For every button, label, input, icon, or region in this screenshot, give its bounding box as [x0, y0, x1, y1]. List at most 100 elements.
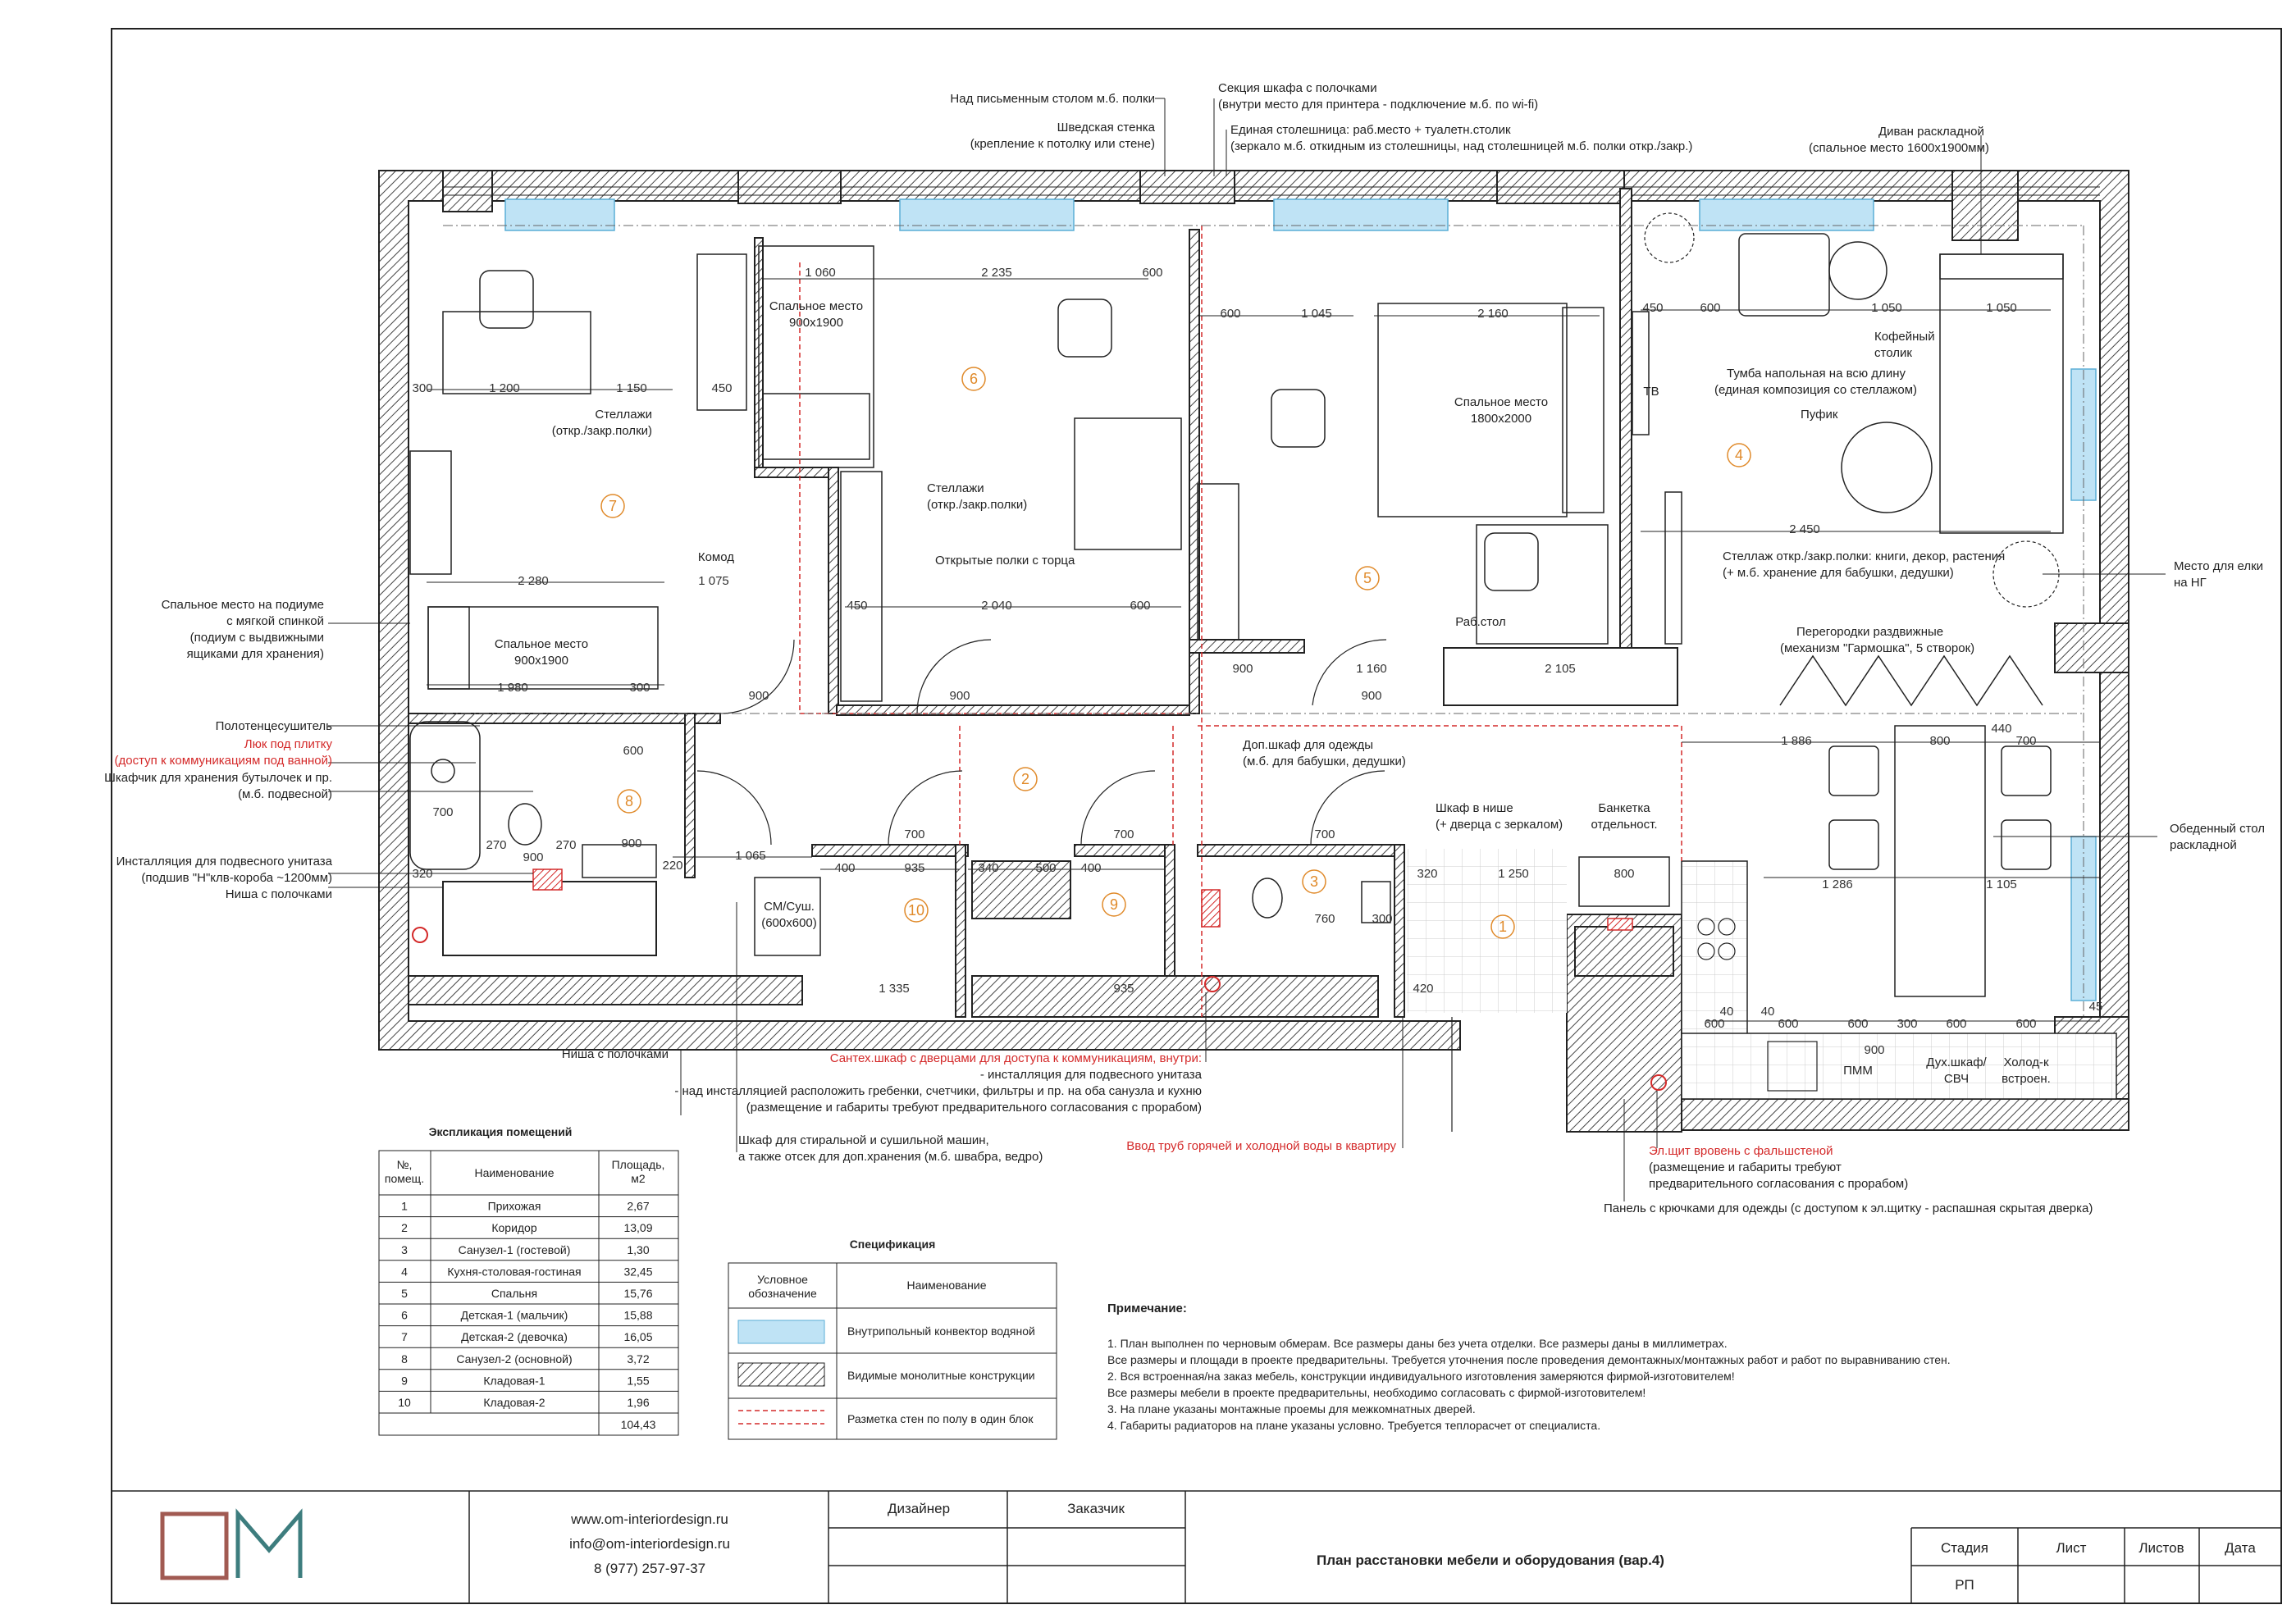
label: (м.б. подвесной) [238, 787, 332, 801]
convector-legend [737, 1320, 825, 1344]
label: Эл.щит вровень с фальшстеной [1649, 1144, 1833, 1158]
dimension: 450 [847, 599, 867, 613]
right-labels: Кофейный столик Тумба напольная на всю д… [1714, 330, 2265, 852]
label: Ниша с полочками [562, 1047, 669, 1061]
dimension: 300 [1372, 912, 1392, 926]
label: на НГ [2174, 576, 2207, 590]
table-cell: 10 [398, 1396, 411, 1409]
dimension: 340 [978, 861, 998, 875]
dimension: 1 335 [879, 982, 910, 996]
dimension: 2 235 [981, 266, 1012, 280]
label: Сантех.шкаф с дверцами для доступа к ком… [830, 1051, 1202, 1065]
chair [479, 270, 534, 329]
dimension: 1 250 [1498, 867, 1529, 881]
label: (доступ к коммуникациям под ванной) [115, 754, 332, 768]
dimension: 440 [1991, 722, 2011, 736]
dimension: 2 040 [981, 599, 1012, 613]
label: отдельност. [1591, 818, 1657, 832]
note-line: 2. Вся встроенная/на заказ мебель, конст… [1107, 1370, 1735, 1383]
dimension: 600 [2015, 1017, 2036, 1031]
note-line: 3. На плане указаны монтажные проемы для… [1107, 1402, 1476, 1416]
table-cell: 2 [401, 1221, 408, 1234]
plan [328, 98, 2166, 1201]
dimension: 700 [1314, 827, 1335, 841]
right-column [2054, 622, 2129, 673]
label: Спальное место на подиуме [162, 598, 324, 612]
label: (+ м.б. хранение для бабушки, дедушки) [1723, 566, 1954, 580]
top-column [442, 170, 493, 212]
label: Секция шкафа с полочками [1218, 81, 1377, 95]
dimension: 600 [1847, 1017, 1868, 1031]
logo-icon [160, 1508, 303, 1580]
dimension: 1 286 [1822, 878, 1853, 891]
table-title: Экспликация помещений [429, 1125, 573, 1138]
wall [828, 467, 839, 714]
table-cell: 15,76 [623, 1287, 652, 1300]
explication-table: Экспликация помещений №, помещ. Наименов… [378, 1125, 679, 1436]
email-link[interactable]: info@om-interiordesign.ru [569, 1536, 730, 1552]
wall [684, 713, 696, 878]
stage-label: Стадия [1941, 1540, 1988, 1556]
dimension: 1 160 [1356, 662, 1387, 676]
dimension: 270 [555, 838, 576, 852]
note-line: Все размеры мебели в проекте предварител… [1107, 1386, 1646, 1399]
bottom-labels: Сантех.шкаф с дверцами для доступа к ком… [674, 1051, 2093, 1215]
note-line: 4. Габариты радиаторов на плане указаны … [1107, 1419, 1600, 1432]
washer [754, 877, 821, 956]
table-title: Спецификация [850, 1238, 936, 1251]
label: Пуфик [1801, 408, 1838, 422]
dimension: 1 980 [497, 681, 528, 695]
table-header: Наименование [906, 1279, 986, 1292]
designer-label: Дизайнер [888, 1501, 950, 1516]
desk [442, 311, 591, 394]
dimension: 1 200 [489, 381, 520, 395]
top-labels: Над письменным столом м.б. полки Шведска… [950, 81, 1988, 155]
label: ПММ [1843, 1064, 1873, 1078]
table-cell: 16,05 [623, 1330, 652, 1343]
chair [1484, 532, 1539, 591]
label: Спальное место [1454, 395, 1548, 409]
toilet [1252, 878, 1283, 919]
dimension: 900 [949, 689, 970, 703]
dimension: 1 150 [616, 381, 647, 395]
date-label: Дата [2225, 1540, 2256, 1556]
dimension: 1 075 [698, 574, 729, 588]
table-cell: Кухня-столовая-гостиная [447, 1265, 581, 1278]
dimension: 2 280 [518, 574, 549, 588]
label: Шкаф в нише [1436, 801, 1513, 815]
table-cell: 1 [401, 1200, 408, 1213]
website-link[interactable]: www.om-interiordesign.ru [570, 1511, 728, 1527]
dimension: 2 160 [1477, 307, 1509, 321]
room-number: 4 [1735, 447, 1743, 463]
label: Место для елки [2174, 559, 2263, 573]
label: Стеллаж откр./закр.полки: книги, декор, … [1723, 549, 2005, 563]
label: - инсталляция для подвесного унитаза [980, 1068, 1203, 1082]
sofa [1939, 253, 2064, 534]
label: Единая столешница: раб.место + туалетн.с… [1230, 123, 1511, 137]
label: Над письменным столом м.б. полки [950, 92, 1155, 106]
label: Ввод труб горячей и холодной воды в квар… [1126, 1139, 1396, 1153]
table-cell: 2,67 [627, 1200, 649, 1213]
label: (+ дверца с зеркалом) [1436, 818, 1563, 832]
dimension: 2 450 [1789, 522, 1820, 536]
label: Диван раскладной [1878, 125, 1984, 139]
table-cell: Детская-2 (девочка) [461, 1330, 568, 1343]
spec-row: Разметка стен по полу в один блок [847, 1412, 1034, 1425]
wall [1074, 844, 1174, 857]
dimension: 450 [711, 381, 732, 395]
dimension: 1 060 [805, 266, 836, 280]
label: (механизм "Гармошка", 5 створок) [1780, 641, 1974, 655]
dimension: 900 [1361, 689, 1381, 703]
dimension: 500 [1035, 861, 1056, 875]
label: Доп.шкаф для одежды [1243, 738, 1373, 752]
dimension: 600 [623, 744, 643, 758]
dimension: 900 [1864, 1043, 1884, 1057]
label: Комод [698, 550, 734, 564]
dimension: 600 [1130, 599, 1150, 613]
left-labels: Спальное место на подиуме с мягкой спинк… [104, 598, 669, 1061]
dimension: 270 [486, 838, 506, 852]
table-cell: 3 [401, 1243, 408, 1256]
label: Кофейный [1874, 330, 1935, 344]
table-header: м2 [631, 1172, 646, 1185]
